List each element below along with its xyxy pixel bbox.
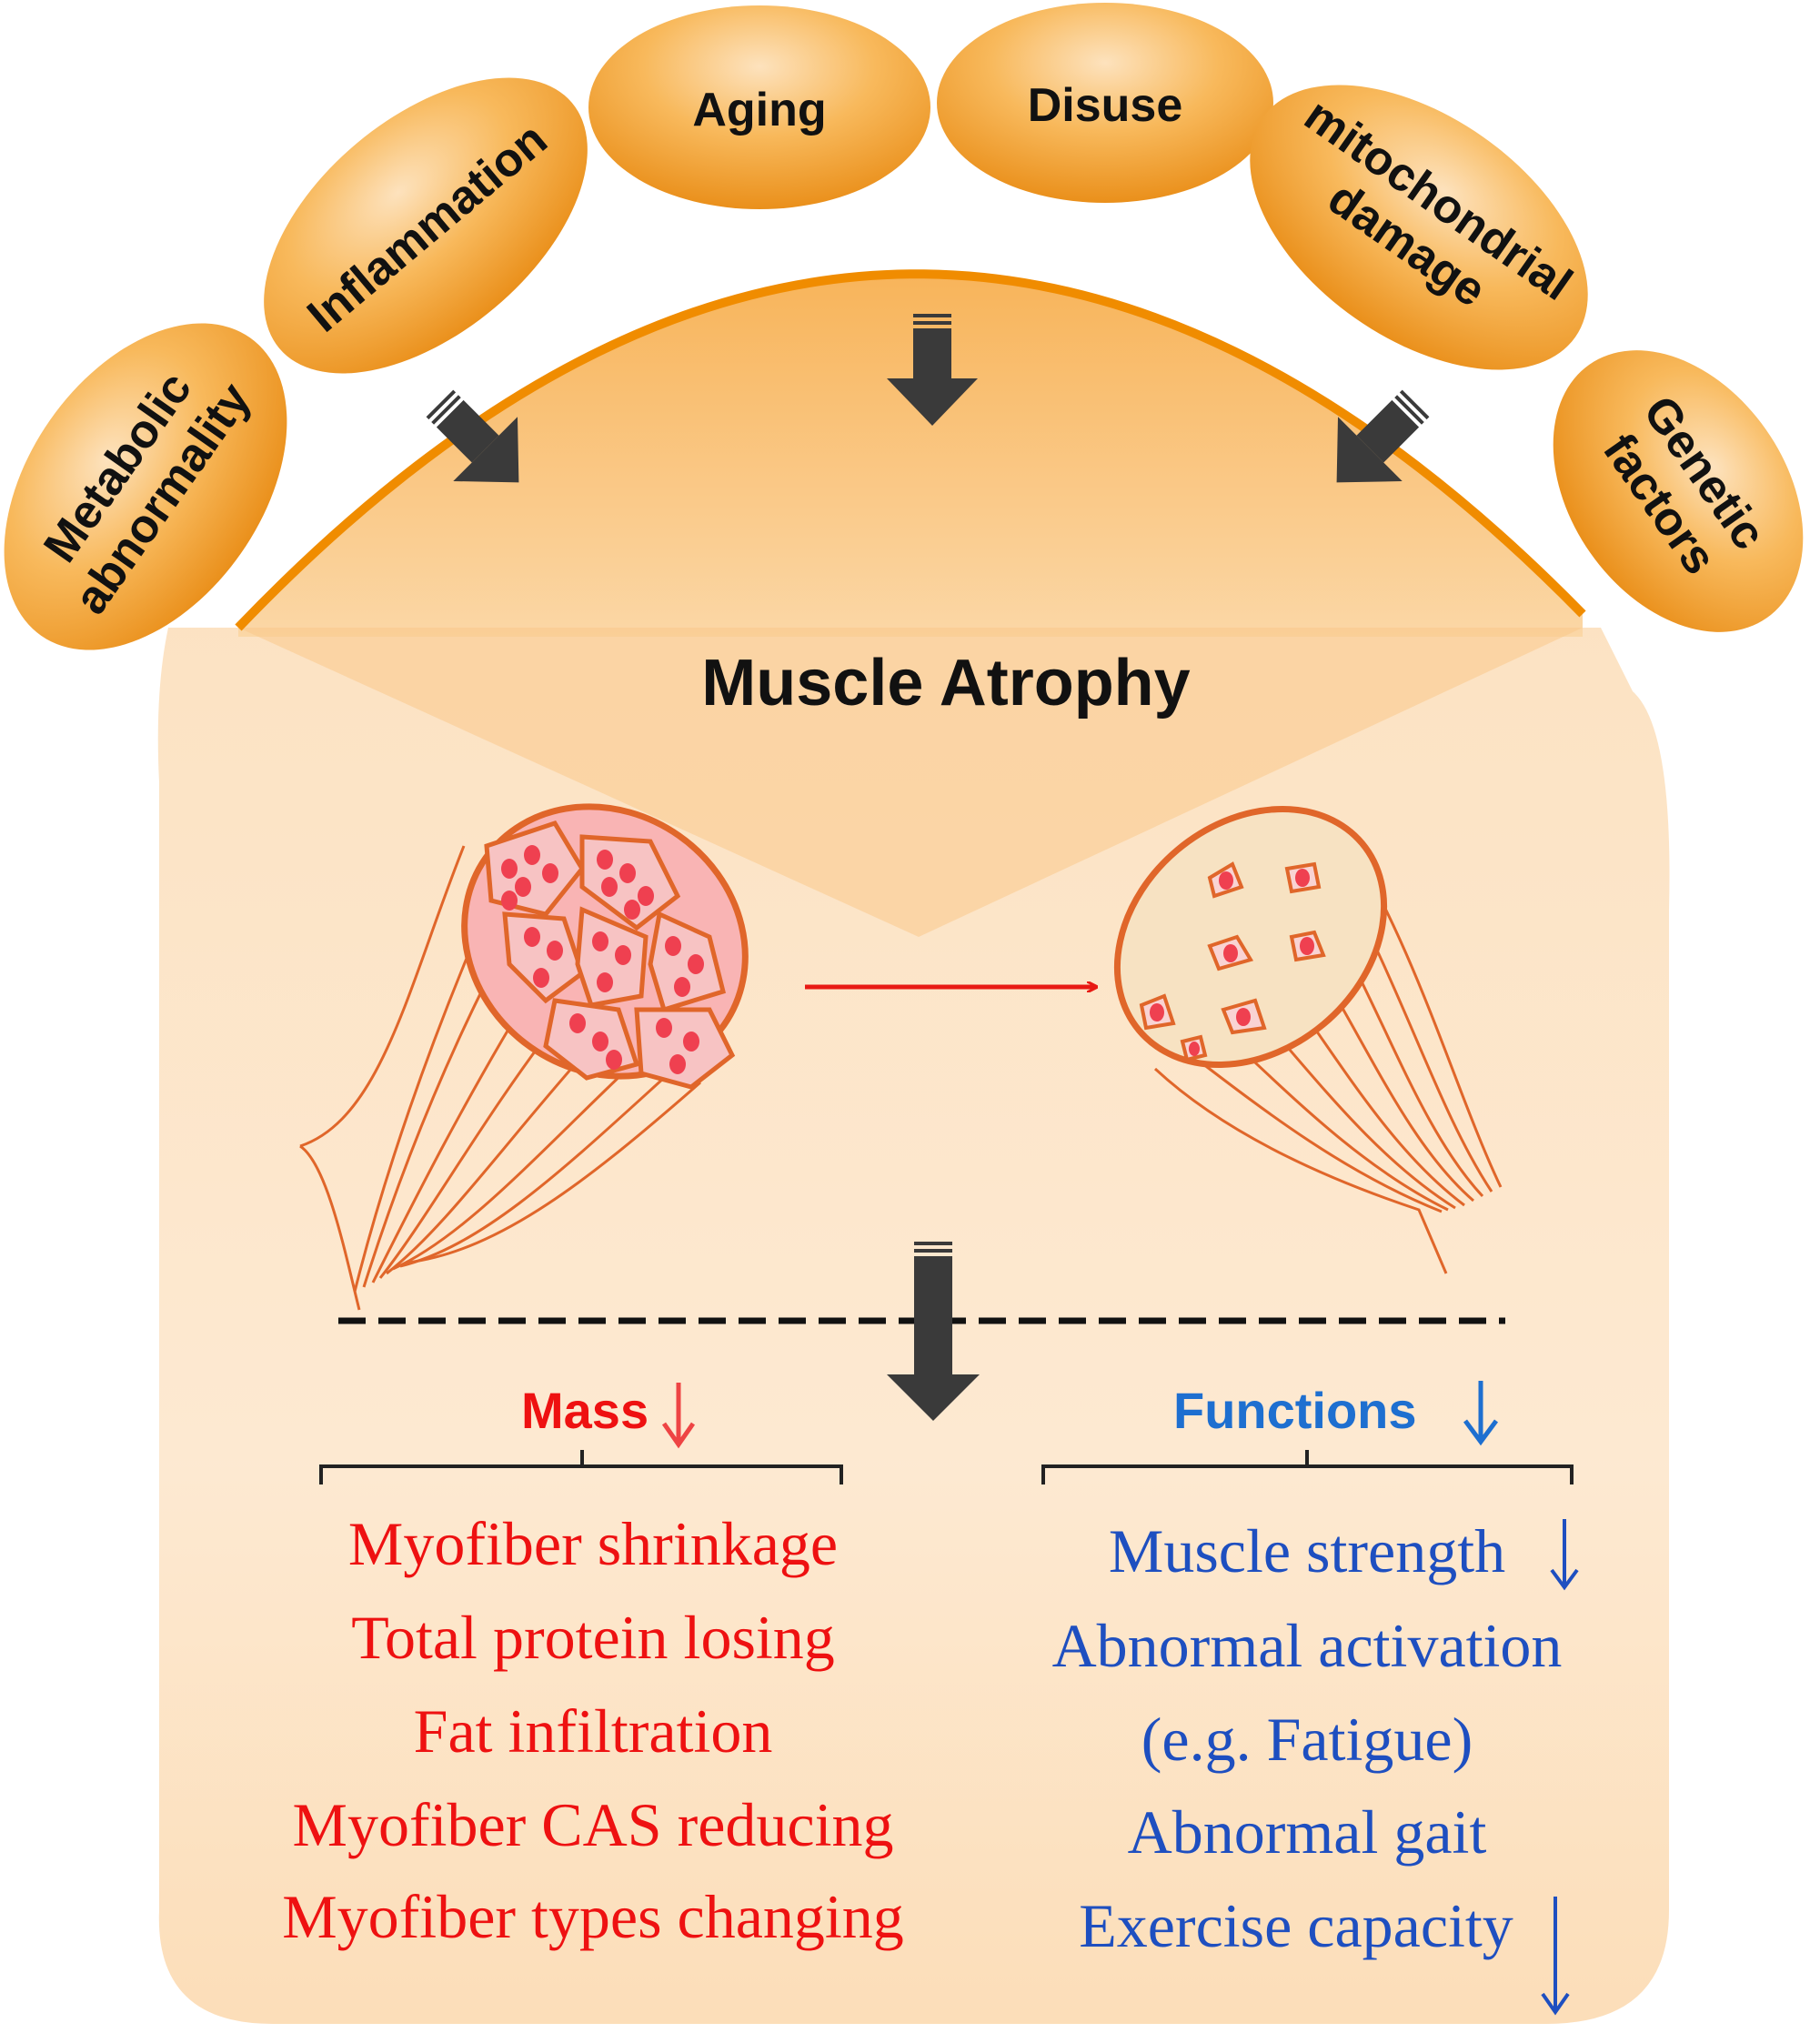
arrow-down-right-icon <box>1336 389 1430 483</box>
mass-item: Total protein losing <box>351 1603 835 1672</box>
diagram-title: Muscle Atrophy <box>701 647 1190 720</box>
functions-item: Abnormal activation <box>1052 1611 1563 1680</box>
mass-heading: Mass <box>521 1382 649 1439</box>
cause-disuse: Disuse <box>937 3 1273 203</box>
funnel <box>238 628 1583 937</box>
cause-aging-label: Aging <box>692 84 826 136</box>
functions-item: (e.g. Fatigue) <box>1141 1705 1473 1774</box>
exercise-down-arrow-icon <box>1541 1897 1570 2016</box>
mass-item: Myofiber types changing <box>282 1882 904 1951</box>
mass-item: Myofiber shrinkage <box>348 1509 838 1578</box>
cause-genetic-factors: Genetic factors <box>1553 350 1804 632</box>
mass-item: Fat infiltration <box>414 1696 773 1766</box>
mass-item: Myofiber CAS reducing <box>292 1790 893 1859</box>
atrophied-muscle-icon <box>1113 805 1503 1274</box>
cause-aging: Aging <box>588 5 930 209</box>
mass-bracket <box>319 1450 843 1484</box>
cause-metabolic-abnormality: Metabolic abnormality <box>4 323 287 650</box>
strength-down-arrow-icon <box>1550 1519 1579 1591</box>
functions-section: Functions Muscle strength Abnormal activ… <box>1041 1381 1579 2016</box>
functions-item: Abnormal gait <box>1128 1797 1487 1867</box>
functions-down-arrow-icon <box>1463 1381 1499 1446</box>
mass-section: Mass Myofiber shrinkage Total protein lo… <box>282 1382 904 1951</box>
arrow-down-left-icon <box>426 389 519 483</box>
mass-down-arrow-icon <box>661 1383 696 1449</box>
functions-bracket <box>1041 1450 1574 1484</box>
functions-heading: Functions <box>1173 1382 1417 1439</box>
functions-item: Exercise capacity <box>1079 1891 1513 1960</box>
functions-item: Muscle strength <box>1109 1516 1505 1585</box>
arrow-down-center-icon <box>887 314 978 426</box>
healthy-muscle-icon <box>299 803 749 1311</box>
arrow-down-bottom-icon <box>887 1242 980 1421</box>
cause-disuse-label: Disuse <box>1028 79 1183 132</box>
